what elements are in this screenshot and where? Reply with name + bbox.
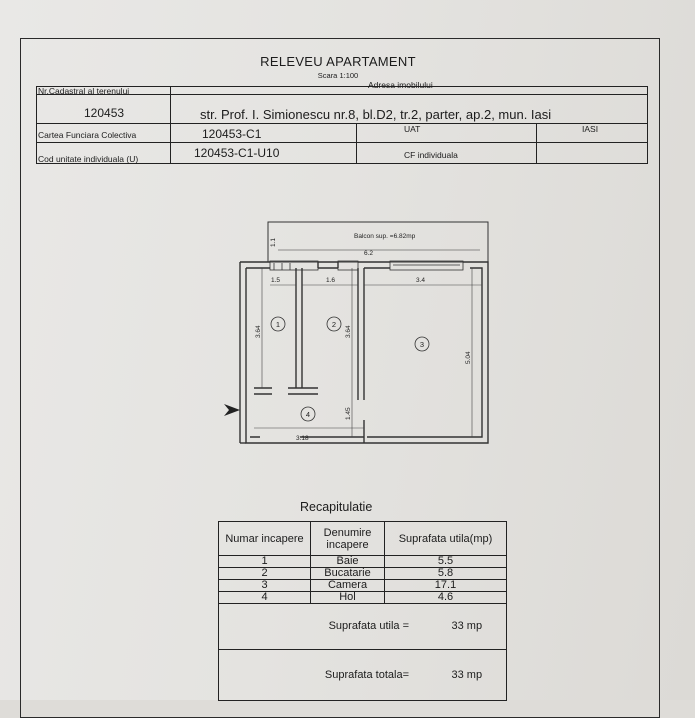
floor-plan: 1 2 3 4 Balcon sup. =6.82mp 6.2 1.5 1.6 … — [224, 221, 489, 444]
room-number-2: 2 — [332, 320, 336, 329]
header-suprafata: Suprafata utila(mp) — [384, 521, 507, 556]
row-name: Camera — [310, 579, 385, 592]
row-nr: 2 — [218, 567, 311, 580]
dim-room1-length: 3.64 — [255, 325, 262, 338]
dim-hol-length: 1.45 — [345, 407, 352, 420]
row-area: 17.1 — [384, 579, 507, 592]
dim-room3-length: 5.04 — [465, 351, 472, 364]
row-area: 4.6 — [384, 591, 507, 604]
window-room3 — [389, 260, 464, 271]
nr-cadastral-value: 120453 — [84, 106, 125, 120]
room3-circle — [414, 336, 430, 352]
cod-unitate-label: Cod unitate individuala (U) — [38, 154, 139, 164]
header-numar: Numar incapere — [218, 521, 311, 556]
room-number-4: 4 — [306, 410, 310, 419]
balcon-label: Balcon sup. =6.82mp — [354, 233, 416, 240]
table-row: 4 Hol 4.6 — [218, 591, 507, 604]
dim-room2-width: 1.6 — [326, 277, 335, 284]
dim-room2-length: 3.64 — [345, 325, 352, 338]
room4-circle — [300, 406, 316, 422]
summary-title: Recapitulatie — [300, 500, 373, 514]
summary-table: Numar incapere Denumire incapere Suprafa… — [218, 521, 507, 701]
dim-balcon-width: 6.2 — [364, 250, 373, 257]
dim-room3-width: 3.4 — [416, 277, 425, 284]
nr-cadastral-label: Nr.Cadastral al terenului — [38, 86, 130, 96]
document-title: RELEVEU APARTAMENT — [260, 54, 416, 69]
uat-value: IASI — [582, 124, 599, 134]
row-nr: 1 — [218, 555, 311, 568]
table-row: 1 Baie 5.5 — [218, 555, 507, 568]
room1-circle — [270, 316, 286, 332]
row-name: Bucatarie — [310, 567, 385, 580]
carte-funciara-label: Cartea Funciara Colectiva — [38, 130, 137, 140]
uat-label: UAT — [404, 124, 421, 134]
cod-unitate-value: 120453-C1-U10 — [194, 146, 280, 160]
row-nr: 3 — [218, 579, 311, 592]
row-area: 5.5 — [384, 555, 507, 568]
table-row: 2 Bucatarie 5.8 — [218, 567, 507, 580]
scale-label: Scara 1:100 — [317, 71, 359, 80]
cf-individuala-label: CF individuala — [404, 150, 458, 160]
door-balcony — [337, 260, 359, 271]
table-row: 3 Camera 17.1 — [218, 579, 507, 592]
row-nr: 4 — [218, 591, 311, 604]
carte-funciara-value: 120453-C1 — [202, 127, 262, 141]
row-area: 5.8 — [384, 567, 507, 580]
window-room1 — [269, 260, 319, 271]
dim-room1-width: 1.5 — [271, 277, 280, 284]
total-row: Suprafata totala= 33 mp — [218, 649, 507, 701]
util-row: Suprafata utila = 33 mp — [218, 603, 507, 650]
dim-balcon-depth: 1.1 — [270, 238, 277, 247]
room-number-1: 1 — [276, 320, 280, 329]
entrance-arrow-icon — [224, 404, 240, 416]
room2-circle — [326, 316, 342, 332]
summary-header-row: Numar incapere Denumire incapere Suprafa… — [218, 521, 507, 556]
balcony-outline — [267, 221, 489, 263]
total-label: Suprafata totala= — [324, 668, 409, 681]
adresa-value: str. Prof. I. Simionescu nr.8, bl.D2, tr… — [200, 107, 552, 122]
row-name: Baie — [310, 555, 385, 568]
total-value: 33 mp — [451, 668, 483, 681]
adresa-label: Adresa imobilului — [368, 80, 433, 90]
room-number-3: 3 — [420, 340, 424, 349]
util-value: 33 mp — [451, 620, 483, 632]
header-table: Nr.Cadastral al terenului 120453 Adresa … — [36, 80, 648, 164]
util-label: Suprafata utila = — [328, 620, 409, 632]
row-name: Hol — [310, 591, 385, 604]
header-denumire: Denumire incapere — [310, 521, 385, 556]
dim-hol-width: 3.18 — [296, 435, 309, 442]
